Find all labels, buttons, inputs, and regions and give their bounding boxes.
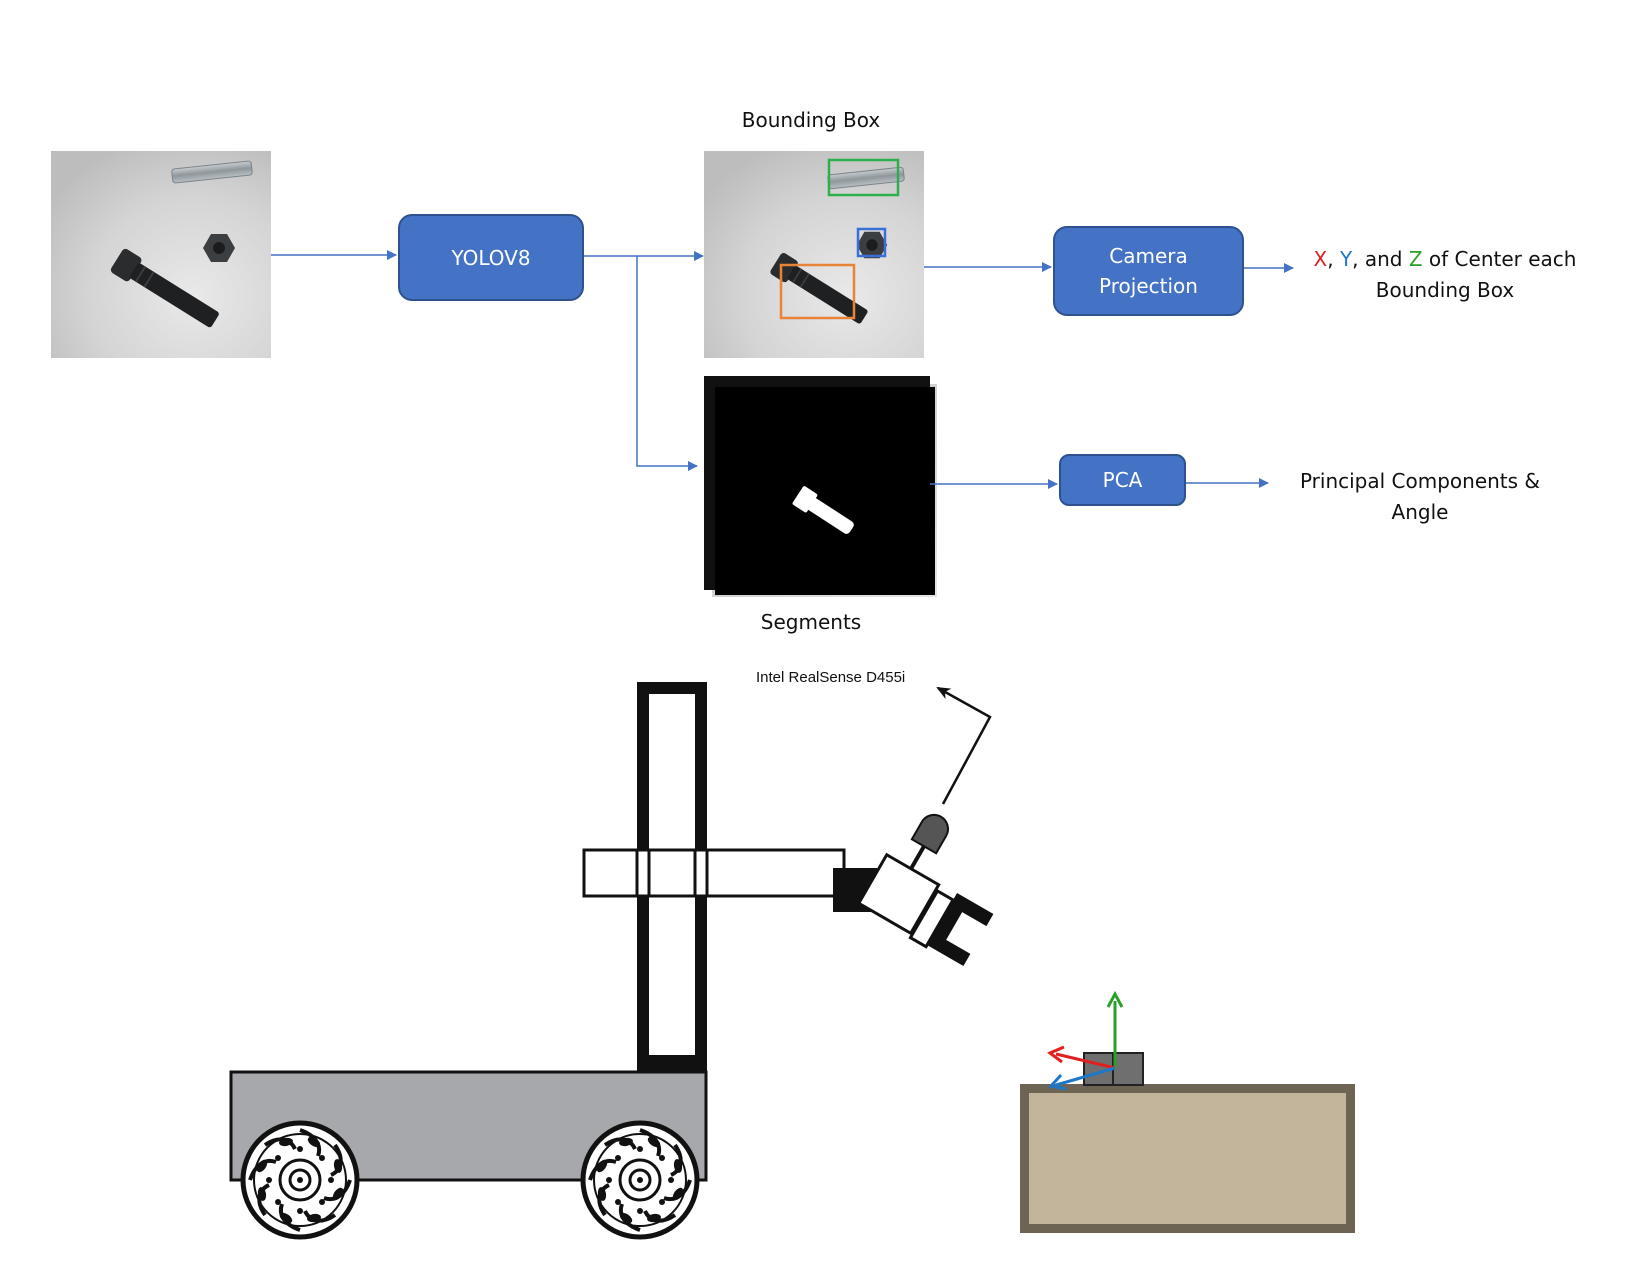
front-wheel [243,1123,357,1237]
bbox-nut [856,227,887,258]
table-with-object [1020,990,1355,1233]
bounding-box-photo [704,151,924,358]
bbox-title: Bounding Box [741,108,881,132]
xyz-rest: of Center each [1422,247,1577,271]
pca-output-line-1: Principal Components & [1299,469,1541,493]
xyz-output-text: X, Y, and Z of Center each Bounding Box [1300,244,1590,306]
camera-pointer [936,686,992,805]
axis-x [1055,1052,1116,1070]
rail-part [171,160,253,184]
xyz-line-1: X, Y, and Z of Center each [1300,244,1590,275]
xyz-sep-1: , [1327,247,1340,271]
x-letter: X [1313,247,1328,271]
pca-box: PCA [1059,454,1186,506]
bbox-rail [827,158,900,197]
camera-model-label: Intel RealSense D455i [756,669,906,686]
input-photo [51,151,271,358]
pca-label: PCA [1102,468,1143,492]
segmentation-mask [704,376,937,597]
camera-line-2: Projection [1099,274,1198,298]
axis-y [1055,1066,1116,1087]
z-letter: Z [1408,247,1423,271]
pca-output-text: Principal Components & Angle [1275,466,1565,528]
xyz-line-2: Bounding Box [1375,278,1515,302]
camera-line-1: Camera [1109,244,1188,268]
arrow-yolo-to-mask [636,256,698,471]
xyz-sep-2: , and [1352,247,1409,271]
yolov8-box: YOLOV8 [398,214,584,301]
connectors [271,250,1294,489]
camera-projection-box: Camera Projection [1053,226,1244,316]
mobile-manipulator-robot [229,682,994,1237]
y-letter: Y [1339,247,1353,271]
segments-title: Segments [760,610,862,634]
yolov8-label: YOLOV8 [451,245,531,270]
bbox-bolt [779,263,856,320]
rear-wheel [583,1123,697,1237]
bolt-mask [792,486,854,534]
arm-beam [582,848,846,898]
gripper [856,813,994,966]
pca-output-line-2: Angle [1391,500,1449,524]
